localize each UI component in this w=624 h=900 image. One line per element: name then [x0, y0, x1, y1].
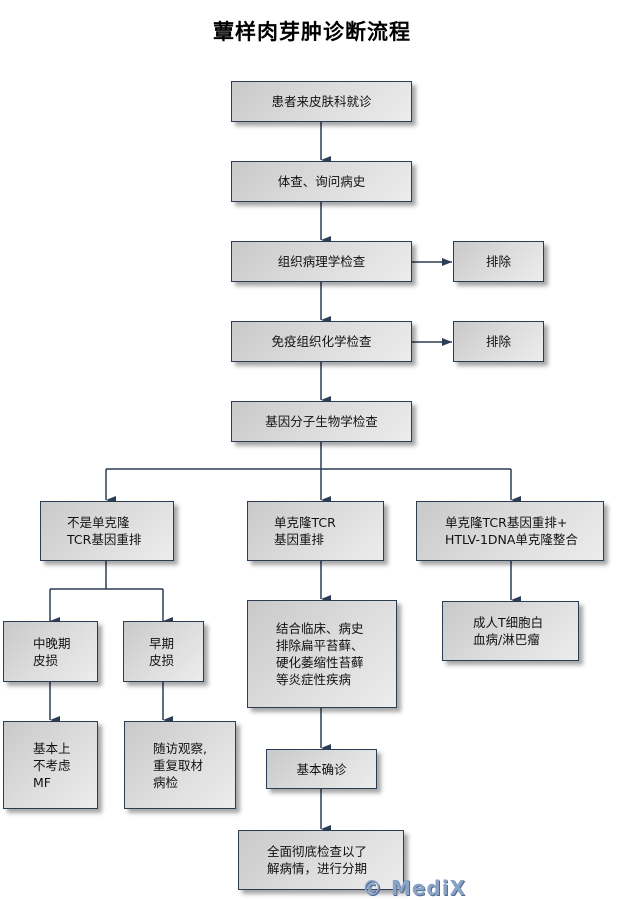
node-label: 早期 皮损	[149, 635, 175, 668]
node-basic-diagnosis: 基本确诊	[266, 749, 377, 789]
node-monoclonal-htlv: 单克隆TCR基因重排+ HTLV-1DNA单克隆整合	[416, 501, 604, 561]
node-follow-up: 随访观察, 重复取材 病检	[124, 721, 236, 809]
node-label: 排除	[485, 334, 511, 349]
node-label: 单克隆TCR基因重排+ HTLV-1DNA单克隆整合	[445, 515, 578, 547]
node-immunohistochemistry: 免疫组织化学检查	[231, 321, 412, 362]
node-label: 体查、询问病史	[277, 174, 366, 189]
node-label: 结合临床、病史 排除扁平苔藓、 硬化萎缩性苔藓 等炎症性疾病	[276, 621, 364, 687]
node-late-lesion: 中晚期 皮损	[3, 621, 98, 682]
node-label: 基本上 不考虑 MF	[33, 740, 71, 790]
node-label: 基本确诊	[296, 761, 347, 777]
node-patient-visit: 患者来皮肤科就诊	[231, 81, 412, 122]
node-not-monoclonal: 不是单克隆 TCR基因重排	[40, 501, 174, 561]
node-label: 组织病理学检查	[277, 254, 366, 269]
node-label: 单克隆TCR 基因重排	[274, 515, 336, 547]
edge-b1-split	[50, 561, 163, 590]
node-physical-exam: 体查、询问病史	[231, 161, 412, 202]
node-staging: 全面彻底检查以了 解病情，进行分期	[238, 830, 404, 890]
node-not-mf: 基本上 不考虑 MF	[3, 721, 98, 809]
node-label: 不是单克隆 TCR基因重排	[67, 515, 142, 547]
watermark-logo: © MediX	[362, 876, 467, 900]
node-atll: 成人T细胞白 血病/淋巴瘤	[442, 601, 579, 661]
node-label: 全面彻底检查以了 解病情，进行分期	[267, 844, 368, 876]
node-molecular-test: 基因分子生物学检查	[231, 401, 412, 442]
node-label: 中晚期 皮损	[33, 635, 71, 668]
node-exclude-2: 排除	[453, 321, 544, 362]
diagram-title: 蕈样肉芽肿诊断流程	[213, 20, 411, 44]
node-histopathology: 组织病理学检查	[231, 241, 412, 282]
edge-n5-branches	[106, 442, 511, 470]
node-label: 排除	[485, 254, 511, 269]
node-clinical-exclusion: 结合临床、病史 排除扁平苔藓、 硬化萎缩性苔藓 等炎症性疾病	[247, 600, 397, 708]
node-label: 患者来皮肤科就诊	[271, 94, 372, 109]
node-early-lesion: 早期 皮损	[123, 621, 204, 682]
node-label: 成人T细胞白 血病/淋巴瘤	[473, 615, 544, 647]
node-label: 免疫组织化学检查	[271, 334, 372, 349]
node-exclude-1: 排除	[453, 241, 544, 282]
node-label: 随访观察, 重复取材 病检	[153, 740, 207, 790]
node-monoclonal-tcr: 单克隆TCR 基因重排	[247, 501, 384, 561]
node-label: 基因分子生物学检查	[265, 414, 378, 429]
